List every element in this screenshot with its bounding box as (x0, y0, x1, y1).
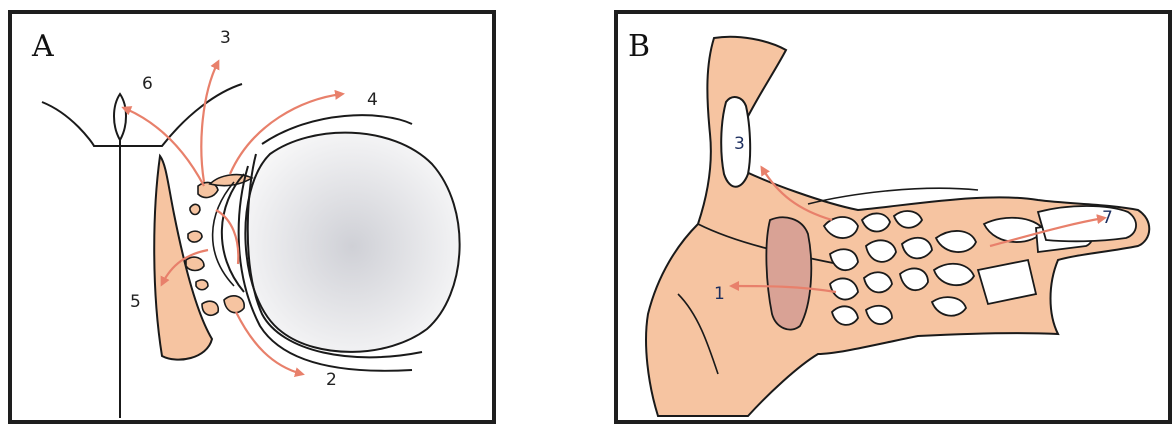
label-b-3: 3 (734, 136, 745, 153)
panel-b-letter: B (628, 32, 650, 62)
panel-a-letter: A (32, 32, 54, 62)
eye-globe (245, 133, 459, 352)
arrow-a-inner (216, 210, 238, 264)
label-a-4: 4 (367, 92, 378, 109)
label-a-5: 5 (130, 294, 141, 311)
label-b-1: 1 (714, 286, 725, 303)
label-a-6: 6 (142, 76, 153, 93)
panel-b: B 3 1 7 (614, 10, 1172, 424)
maxillary-sinus (766, 217, 811, 329)
panel-a-drawing (12, 14, 492, 420)
label-a-2: 2 (326, 372, 337, 389)
panel-a: A 3 6 4 5 2 (8, 10, 496, 424)
sphenoid-sinus (1038, 206, 1136, 241)
frontal-lens (114, 94, 126, 140)
label-b-7: 7 (1102, 210, 1113, 227)
label-a-3: 3 (220, 30, 231, 47)
arrow-a-3 (201, 62, 218, 182)
panel-b-drawing (618, 14, 1168, 420)
